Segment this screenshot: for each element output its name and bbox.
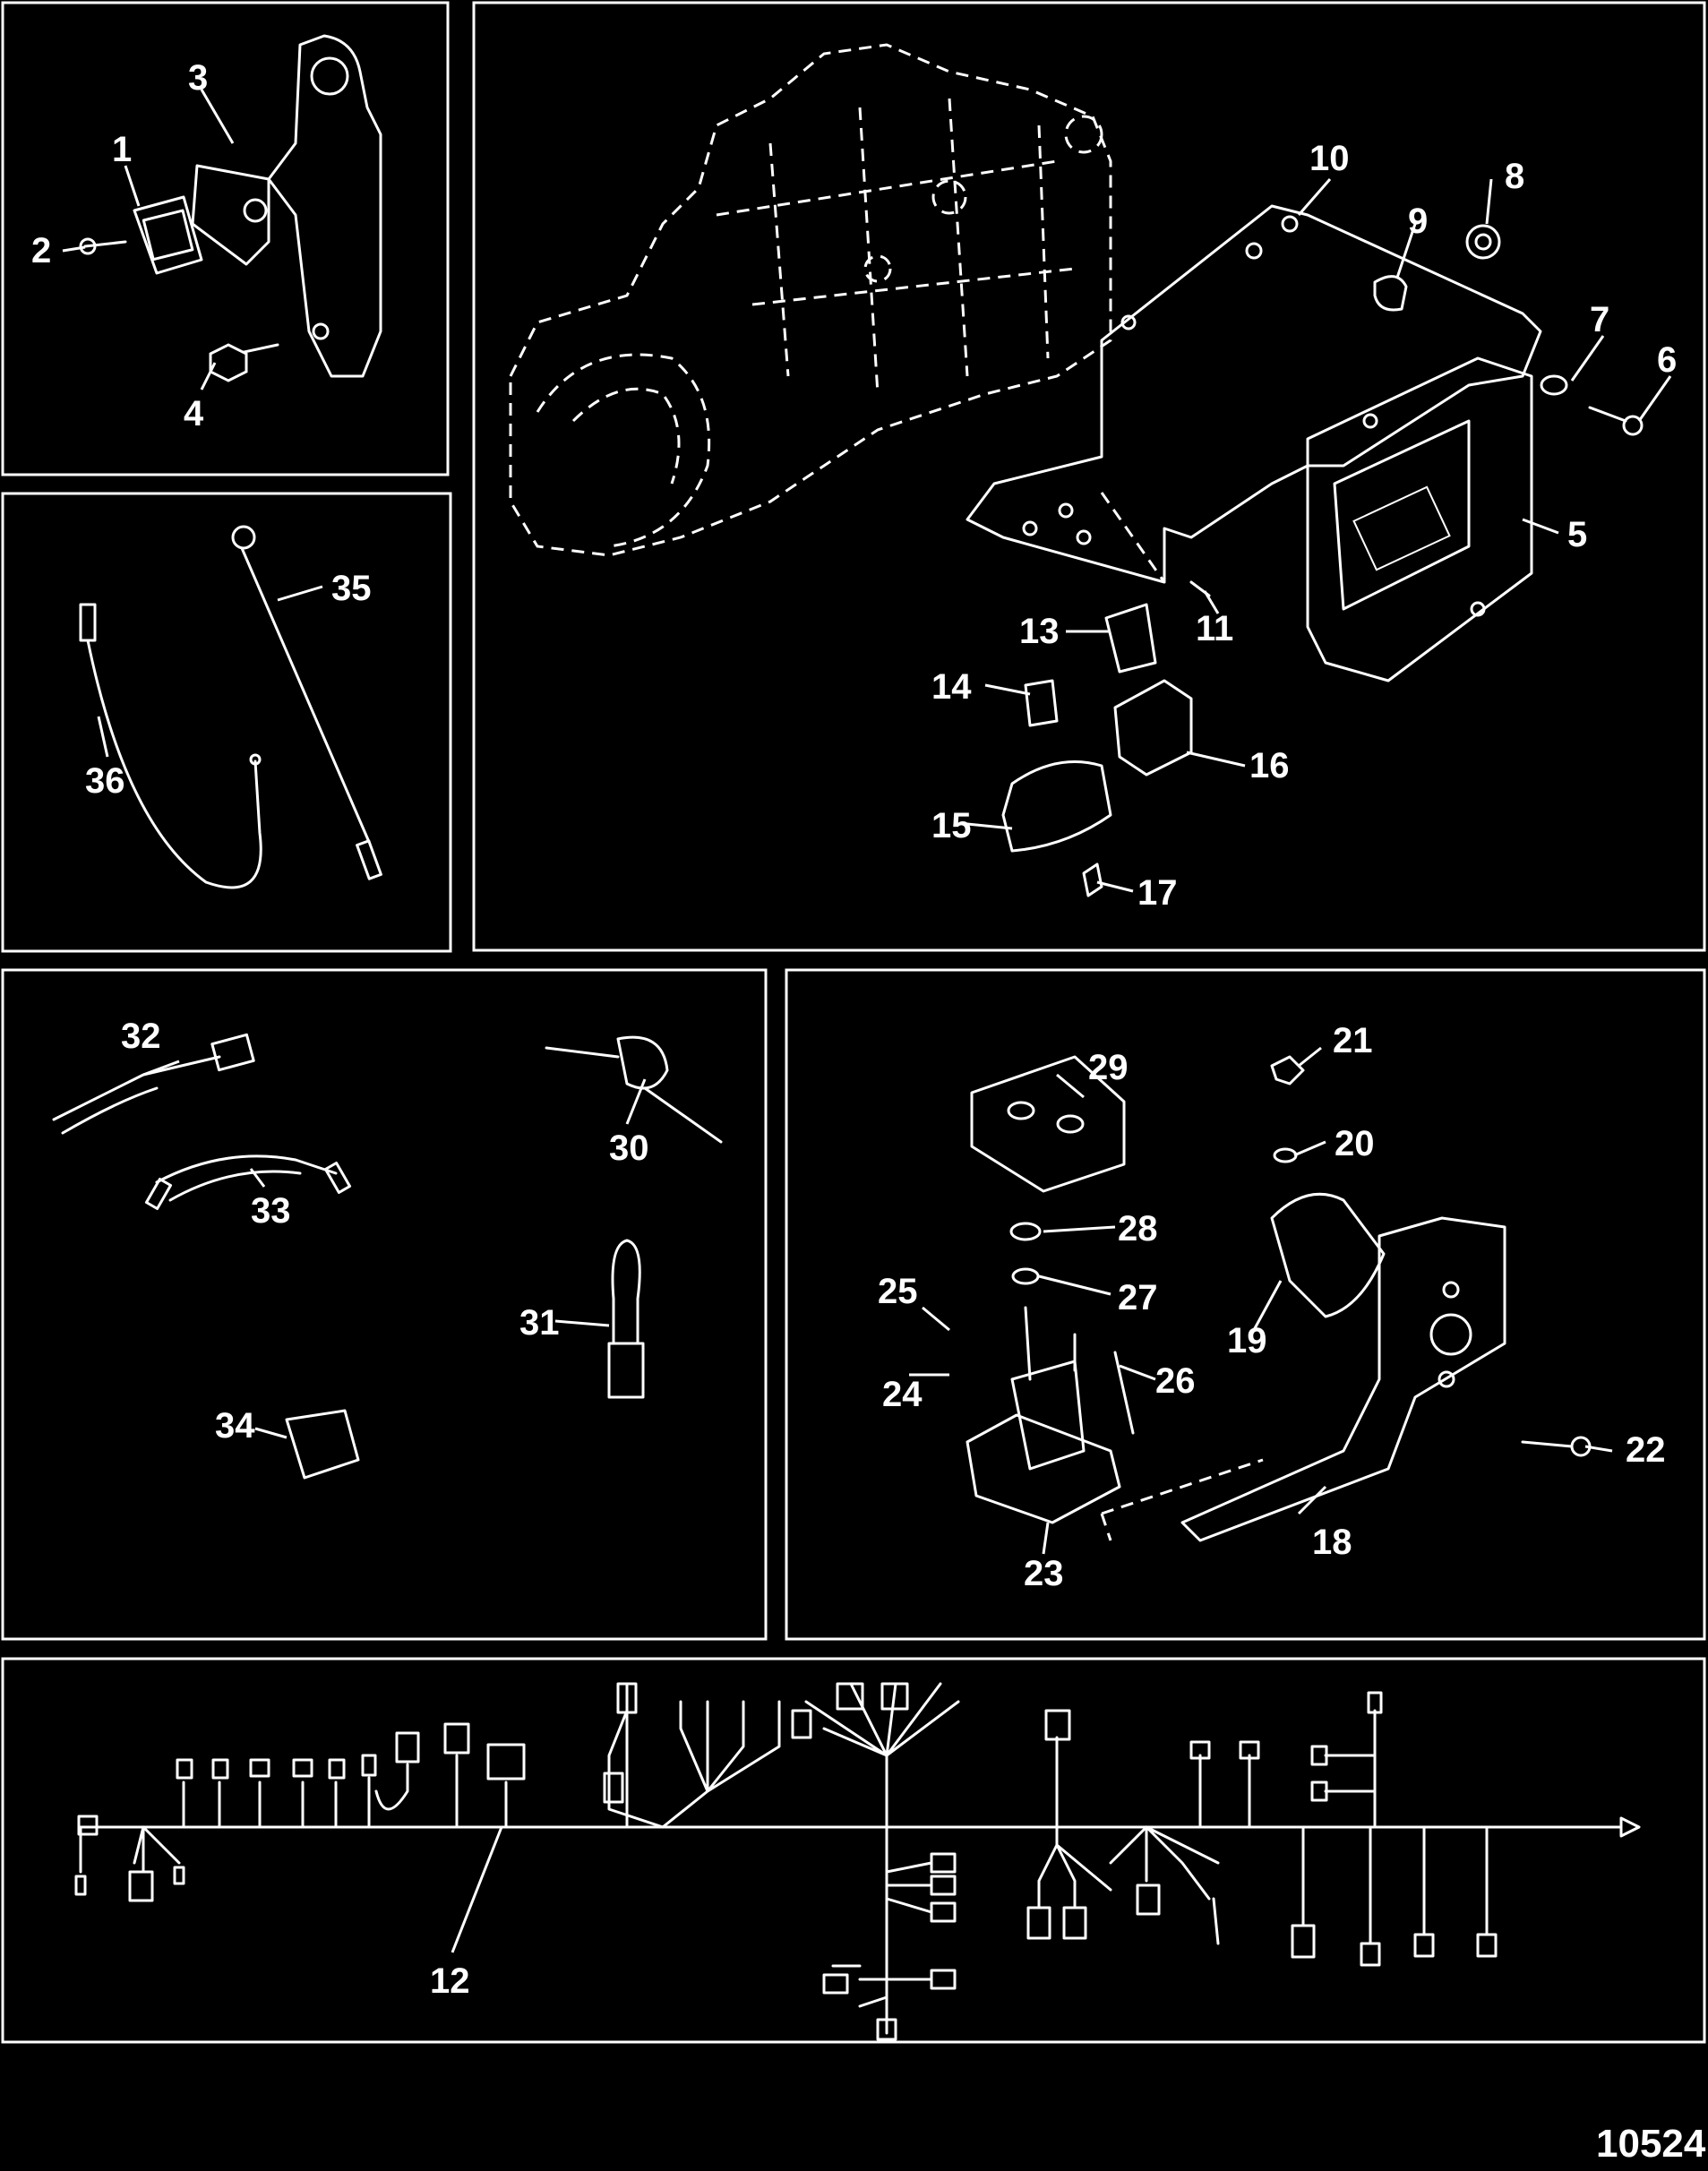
- leads-drawing: [79, 525, 382, 889]
- callout-35: 35: [331, 569, 372, 608]
- callout-11: 11: [1196, 609, 1233, 648]
- harness-drawing: [74, 1682, 1641, 2041]
- callout-22: 22: [1626, 1430, 1666, 1470]
- callout-31: 31: [519, 1303, 560, 1343]
- callout-19: 19: [1227, 1321, 1267, 1360]
- callout-34: 34: [215, 1406, 255, 1446]
- callout-1: 1: [112, 130, 132, 169]
- callout-6: 6: [1657, 340, 1677, 380]
- connectors-drawing: [52, 1033, 723, 1480]
- callout-15: 15: [931, 806, 972, 845]
- callout-10: 10: [1309, 139, 1350, 178]
- callout-5: 5: [1567, 515, 1587, 554]
- callout-29: 29: [1088, 1048, 1129, 1087]
- solenoid-drawing: [966, 1055, 1592, 1542]
- callout-14: 14: [931, 667, 972, 707]
- mounting-plate-drawing: [966, 204, 1542, 584]
- callout-3: 3: [188, 58, 208, 98]
- callout-30: 30: [609, 1128, 649, 1168]
- leader-lines: [62, 89, 1672, 1953]
- panel-main-assembly: [472, 1, 1706, 952]
- panel-solenoid: [785, 968, 1706, 1641]
- callout-9: 9: [1408, 202, 1428, 241]
- callout-32: 32: [121, 1017, 161, 1056]
- callout-36: 36: [85, 761, 125, 801]
- callout-13: 13: [1019, 612, 1060, 651]
- panel-leads: [1, 492, 452, 953]
- ecm-module-drawing: [1306, 356, 1533, 682]
- callout-25: 25: [878, 1272, 918, 1311]
- callout-27: 27: [1118, 1278, 1158, 1317]
- callout-12: 12: [430, 1961, 470, 2001]
- callout-4: 4: [184, 394, 204, 433]
- callout-2: 2: [31, 231, 51, 270]
- callout-7: 7: [1590, 300, 1609, 339]
- callout-labels: 1 2 3 4 5 6 7 8 9 10 11 12 13 14 15 16 1…: [31, 58, 1677, 2001]
- callout-8: 8: [1505, 157, 1524, 196]
- panel-harness: [1, 1657, 1706, 2044]
- callout-18: 18: [1312, 1523, 1352, 1562]
- callout-17: 17: [1137, 873, 1178, 913]
- callout-16: 16: [1249, 746, 1290, 785]
- callout-24: 24: [882, 1375, 923, 1414]
- callout-23: 23: [1024, 1554, 1064, 1593]
- panel-bracket: [1, 1, 450, 476]
- callout-21: 21: [1333, 1021, 1373, 1060]
- callout-20: 20: [1335, 1124, 1375, 1163]
- bracket-drawing: [79, 34, 382, 382]
- panel-connectors: [1, 968, 768, 1641]
- housing-drawing: [509, 43, 1112, 557]
- callout-26: 26: [1155, 1361, 1196, 1401]
- figure-number: 10524: [1596, 2122, 1706, 2166]
- callout-33: 33: [251, 1191, 291, 1231]
- callout-28: 28: [1118, 1209, 1158, 1249]
